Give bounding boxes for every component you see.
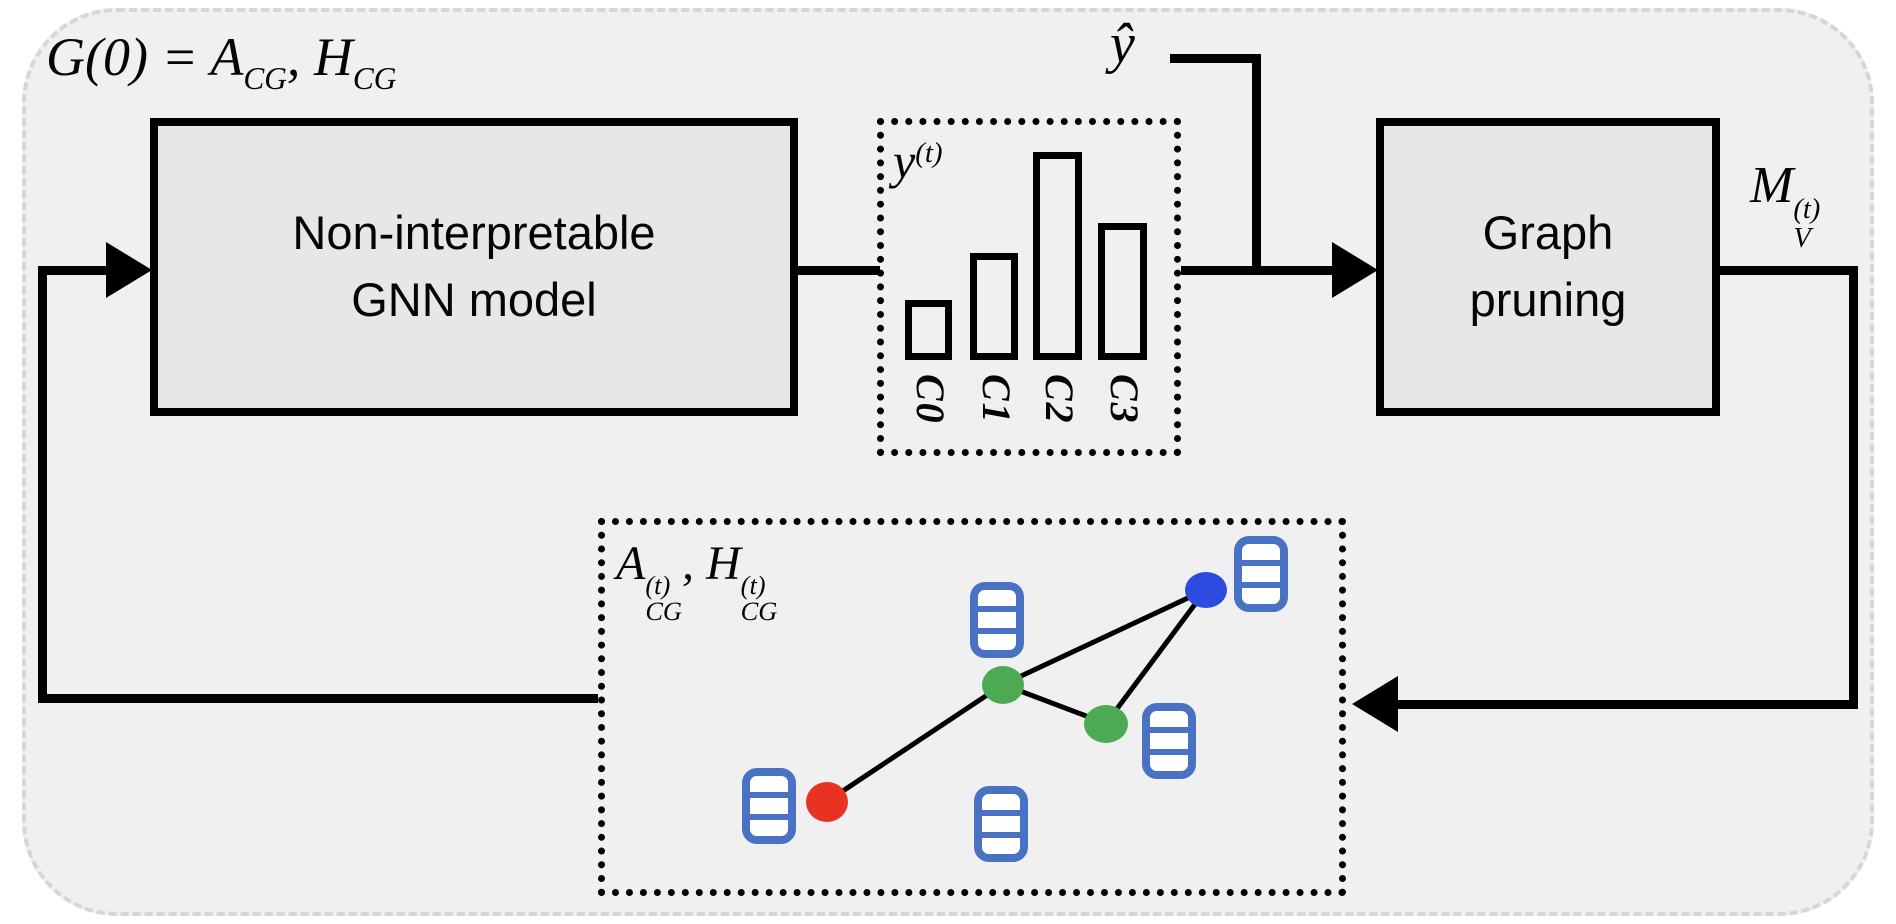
feedback-line-top	[38, 266, 114, 275]
a-superscript: (t)	[645, 569, 671, 600]
gnn-to-chart-line	[794, 266, 880, 275]
return-line-top	[1718, 266, 1858, 275]
h-subscript: CG	[740, 596, 778, 627]
return-line-bottom	[1394, 700, 1858, 709]
graph-pruning-box: Graph pruning	[1376, 118, 1720, 416]
bar-label-c1: C1	[974, 374, 1019, 425]
graph-pruning-label-line2: pruning	[1469, 273, 1627, 326]
bar-label-c0: C0	[908, 374, 953, 425]
feature-table-icon	[1234, 536, 1288, 612]
feedback-arrowhead-icon	[106, 242, 152, 298]
mv-superscript: (t)	[1793, 193, 1821, 225]
class-score-chart-box	[877, 118, 1181, 456]
chart-to-pruning-line	[1181, 266, 1333, 275]
a-subscript: CG	[645, 596, 682, 627]
graph-node-blue	[1185, 572, 1227, 608]
bar-c1	[970, 253, 1018, 360]
graph-node-green-1	[982, 666, 1024, 704]
bar-c0	[905, 300, 952, 360]
feedback-line-bottom	[38, 694, 598, 703]
graph-node-red	[806, 782, 848, 822]
gnn-model-label-line1: Non-interpretable	[292, 206, 656, 260]
ah-label: A(t)CG, H(t)CG	[616, 537, 778, 627]
yhat-line-horizontal	[1170, 54, 1260, 63]
mv-label: M(t)V	[1750, 157, 1821, 254]
feature-table-icon	[742, 768, 796, 844]
graph-node-green-2	[1084, 705, 1128, 743]
gnn-model-box: Non-interpretable GNN model	[150, 118, 798, 416]
return-line-right	[1849, 266, 1858, 709]
gnn-model-label-line2: GNN model	[351, 273, 597, 326]
return-arrowhead-icon	[1352, 676, 1398, 732]
feedback-line-left	[38, 266, 47, 703]
bar-c2	[1033, 152, 1082, 360]
bar-label-c3: C3	[1102, 374, 1147, 425]
mv-subscript: V	[1793, 222, 1811, 254]
g0-label: G(0) = ACG, HCG	[46, 27, 397, 97]
bar-c3	[1098, 223, 1147, 360]
bar-label-c2: C2	[1037, 374, 1082, 425]
yhat-label: ŷ	[1110, 13, 1135, 75]
feature-table-icon	[974, 786, 1028, 862]
chart-to-pruning-arrowhead-icon	[1332, 242, 1378, 298]
yhat-line-vertical	[1252, 54, 1261, 272]
graph-pruning-label-line1: Graph	[1482, 206, 1614, 260]
yt-label: y(t)	[893, 133, 943, 189]
pruned-graph-box	[598, 518, 1346, 896]
feature-table-icon	[970, 582, 1024, 658]
h-superscript: (t)	[740, 569, 766, 600]
feature-table-icon	[1142, 703, 1196, 779]
